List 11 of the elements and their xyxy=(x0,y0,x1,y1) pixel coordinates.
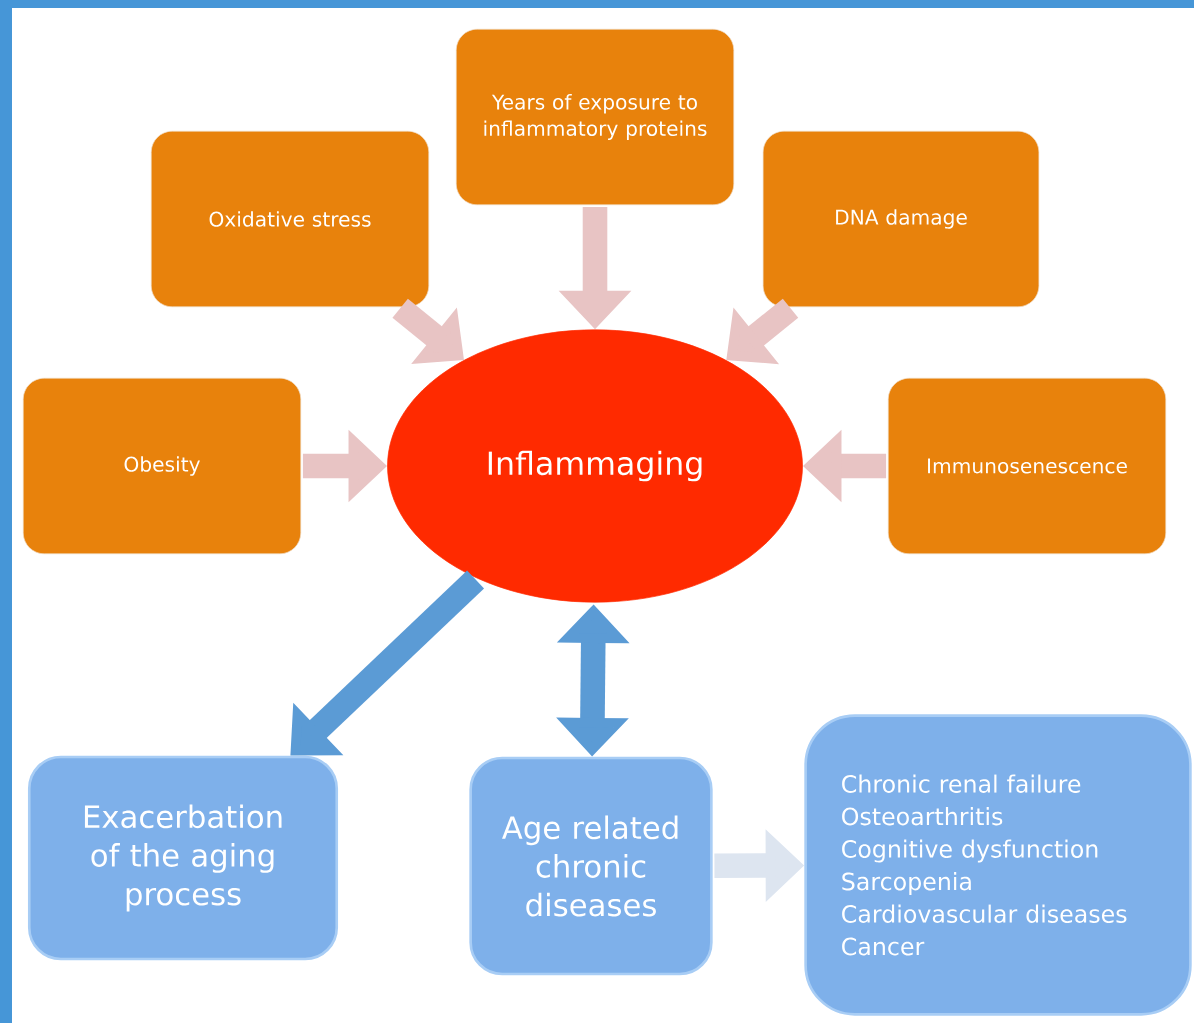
cause-box: Years of exposure to inflammatory proteins xyxy=(455,28,735,206)
cause-box: Obesity xyxy=(22,377,302,555)
cause-box: DNA damage xyxy=(762,130,1040,308)
block-arrow xyxy=(392,298,464,364)
outcome-box: Exacerbation of the aging process xyxy=(27,755,339,961)
outcome-box: Age related chronic diseases xyxy=(469,756,713,976)
cause-box: Immunosenescence xyxy=(887,377,1167,555)
block-arrow xyxy=(290,570,485,756)
cause-box: Oxidative stress xyxy=(150,130,430,308)
disease-list-box: Chronic renal failure Osteoarthritis Cognitive dysfunction Sarcopenia Cardiovascular diseases Cancer xyxy=(804,714,1192,1016)
block-arrow xyxy=(726,298,799,365)
